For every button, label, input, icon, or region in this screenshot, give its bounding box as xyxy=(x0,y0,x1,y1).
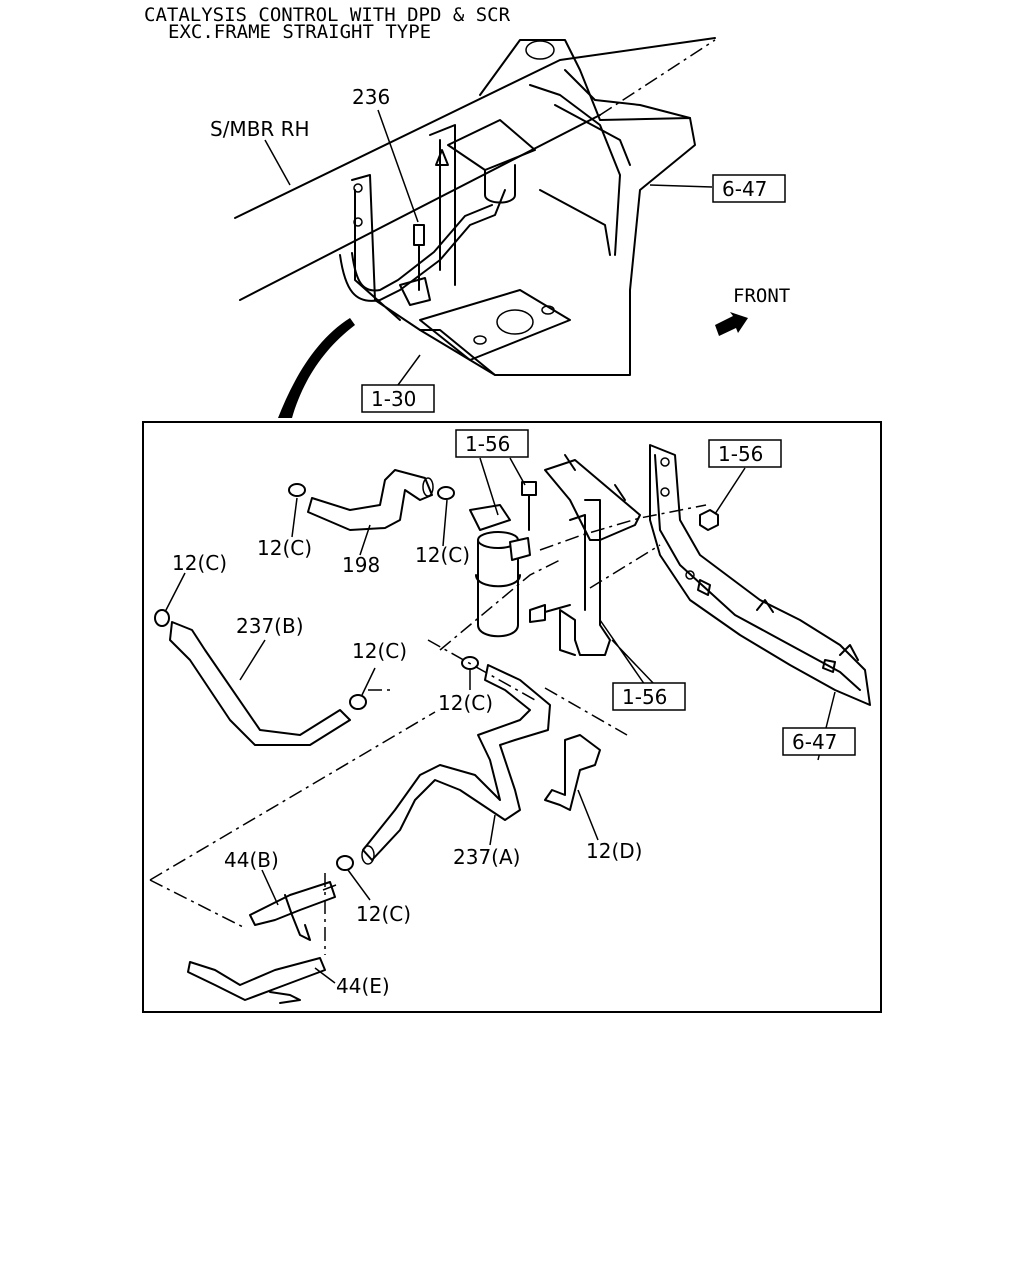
top-illustration xyxy=(234,37,748,418)
filter-bracket xyxy=(447,119,536,171)
label-12c-3: 12(C) xyxy=(172,551,227,575)
hose-237b xyxy=(169,621,351,746)
label-12c-5: 12(C) xyxy=(438,691,493,715)
ref-box-1-56-a xyxy=(455,429,529,458)
nut xyxy=(699,509,719,531)
label-12c-1: 12(C) xyxy=(257,536,312,560)
hose-237a xyxy=(362,664,551,861)
label-236: 236 xyxy=(352,85,390,109)
front-arrow-icon xyxy=(715,312,748,336)
ref-6-47-detail: 6-47 xyxy=(792,730,837,754)
ref-6-47-top: 6-47 xyxy=(722,177,767,201)
label-44b: 44(B) xyxy=(224,848,279,872)
ref-1-56-a: 1-56 xyxy=(465,432,510,456)
mount-plate xyxy=(419,289,571,361)
label-12c-6: 12(C) xyxy=(356,902,411,926)
detail-illustration xyxy=(149,444,871,1004)
bolt xyxy=(521,481,537,531)
clamp-icon xyxy=(154,483,479,871)
detail-frame xyxy=(142,421,882,1013)
bolt-236 xyxy=(413,224,425,291)
side-member xyxy=(234,37,716,301)
ref-box-1-56-b xyxy=(708,439,782,468)
fuel-filter xyxy=(477,539,519,638)
ref-1-56-c: 1-56 xyxy=(622,685,667,709)
hose-198 xyxy=(307,469,433,531)
clip-12d xyxy=(544,734,601,811)
pointer-arrow-icon xyxy=(278,318,355,418)
label-198: 198 xyxy=(342,553,380,577)
ref-box-1-30 xyxy=(361,384,435,413)
ref-1-56-b: 1-56 xyxy=(718,442,763,466)
ref-1-30: 1-30 xyxy=(371,387,416,411)
ref-box-6-47-detail xyxy=(782,727,856,756)
pipe-44e xyxy=(187,957,326,1001)
l-bracket xyxy=(559,499,611,656)
crossmember-hole xyxy=(525,40,555,60)
label-front: FRONT xyxy=(733,285,790,307)
label-smbr: S/MBR RH xyxy=(210,117,310,141)
filter-bracket-detail xyxy=(544,459,641,541)
label-12d: 12(D) xyxy=(586,839,642,863)
header-line1: CATALYSIS CONTROL WITH DPD & SCR xyxy=(144,4,511,26)
label-237b: 237(B) xyxy=(236,614,304,638)
top-filter xyxy=(484,164,516,204)
label-12c-2: 12(C) xyxy=(415,543,470,567)
label-12c-4: 12(C) xyxy=(352,639,407,663)
top-hose xyxy=(339,189,506,302)
ref-box-6-47-top xyxy=(712,174,786,203)
label-237a: 237(A) xyxy=(453,845,520,869)
label-44e: 44(E) xyxy=(336,974,390,998)
frame-member xyxy=(649,444,871,706)
ref-box-1-56-c xyxy=(612,682,686,711)
header-line2: EXC.FRAME STRAIGHT TYPE xyxy=(168,21,431,43)
